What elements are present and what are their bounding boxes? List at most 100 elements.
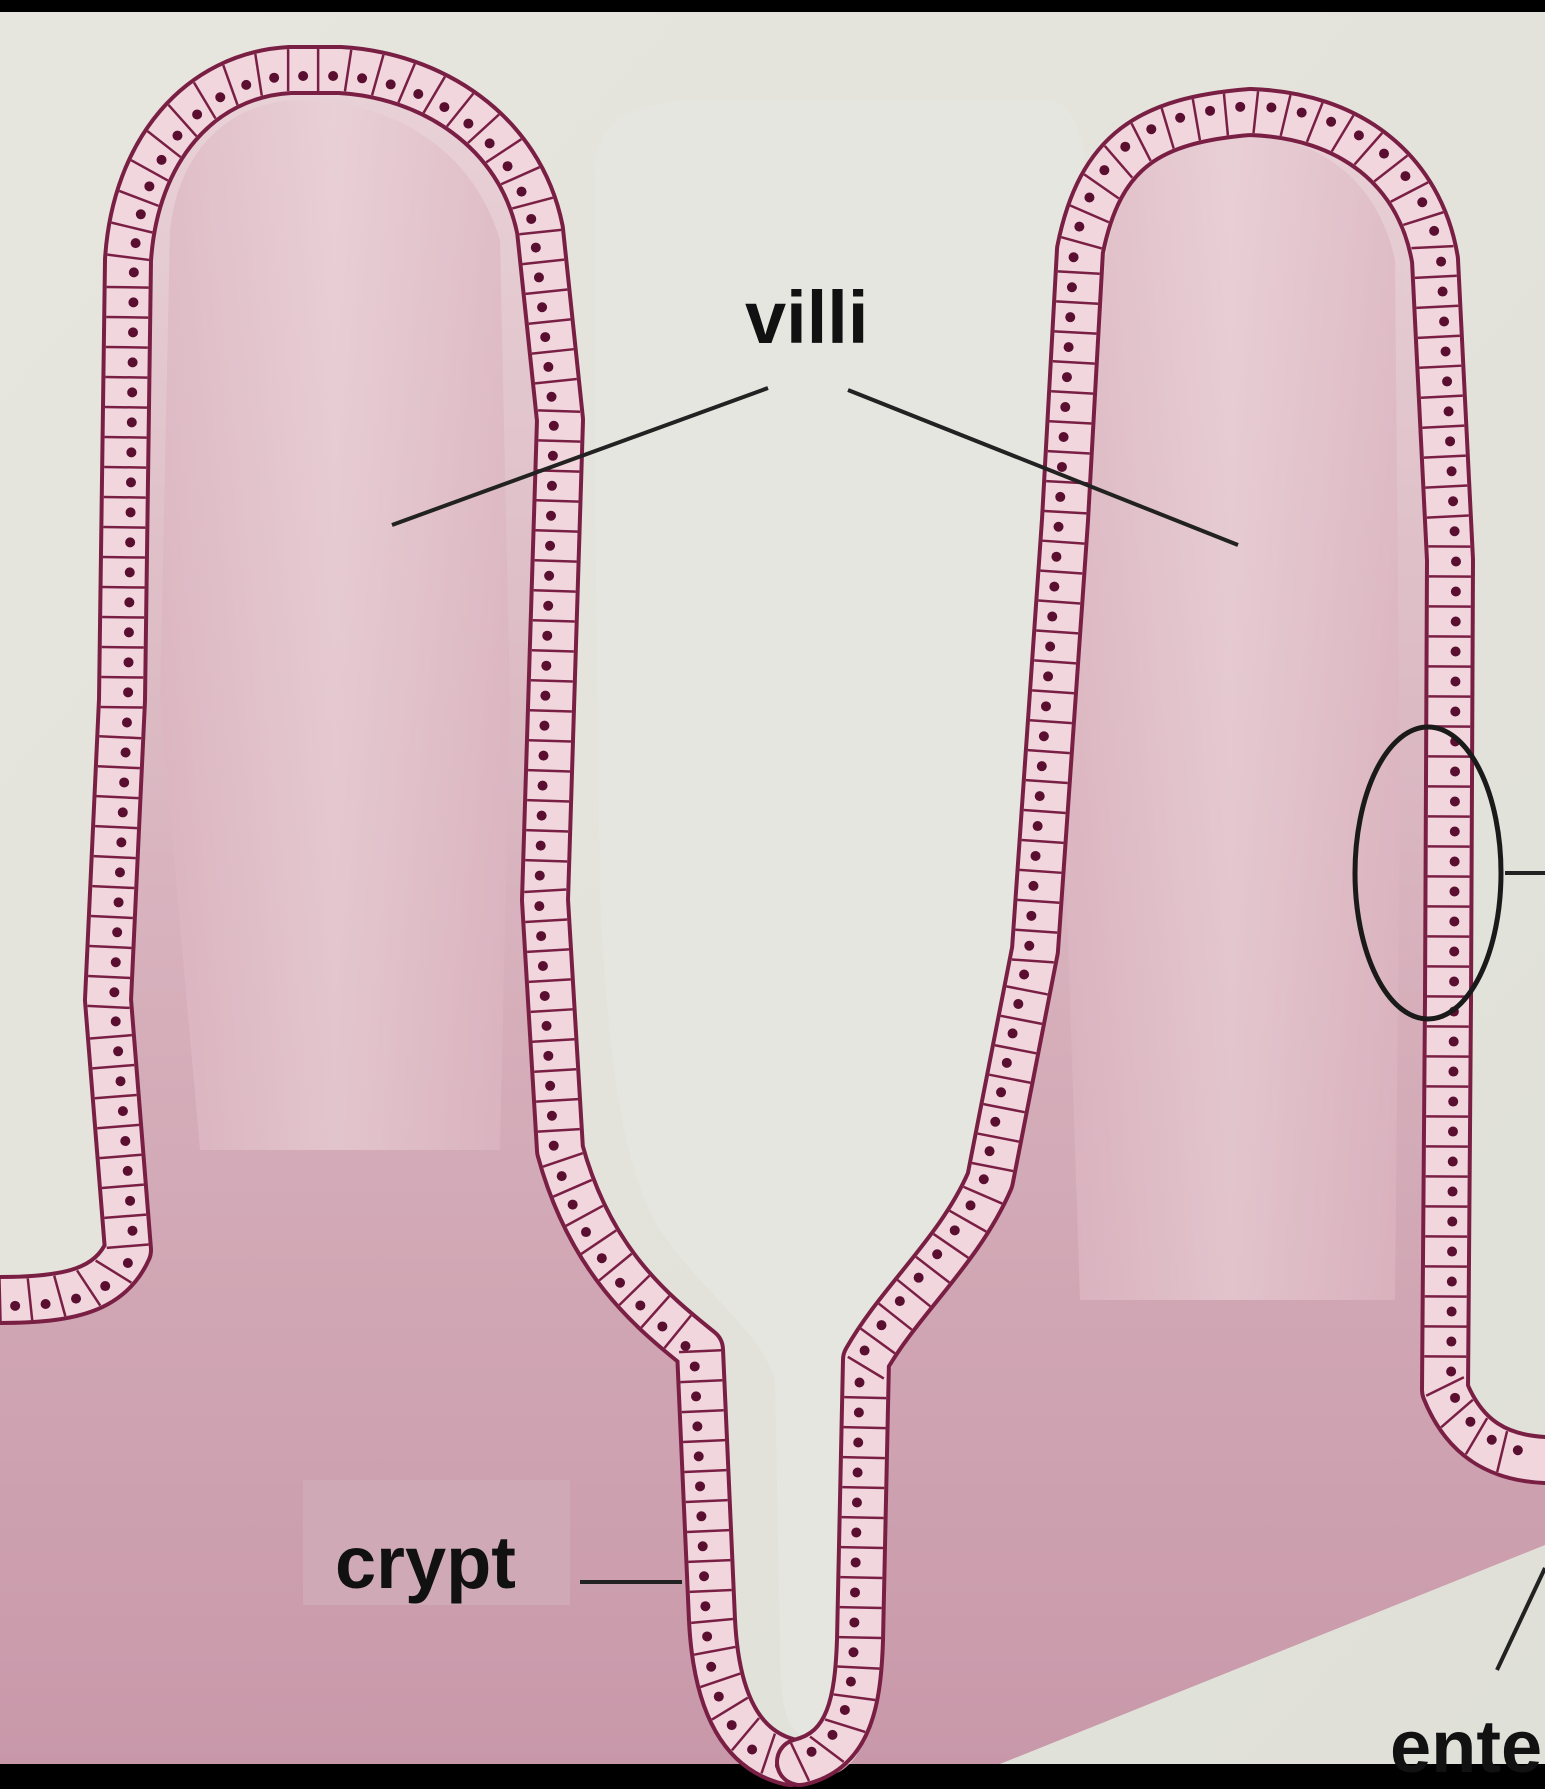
epithelial-cell-nucleus (128, 297, 138, 307)
epithelial-cell-nucleus (215, 92, 225, 102)
epithelial-cell-nucleus (1447, 1217, 1457, 1227)
epithelial-cell-nucleus (1024, 941, 1034, 951)
epithelial-cell-wall (525, 860, 567, 861)
epithelial-cell-wall (106, 347, 148, 348)
villus-core-right (1060, 135, 1400, 1300)
epithelial-cell-nucleus (125, 537, 135, 547)
epithelial-cell-wall (535, 560, 577, 561)
epithelial-cell-nucleus (706, 1662, 716, 1672)
epithelial-cell-nucleus (549, 1141, 559, 1151)
epithelial-cell-nucleus (538, 961, 548, 971)
epithelial-cell-nucleus (413, 89, 423, 99)
epithelial-cell-wall (103, 587, 145, 588)
epithelial-cell-nucleus (1450, 827, 1460, 837)
epithelial-cell-nucleus (1447, 1277, 1457, 1287)
epithelial-cell-nucleus (439, 102, 449, 112)
epithelial-cell-nucleus (125, 1196, 135, 1206)
epithelial-cell-nucleus (1442, 376, 1452, 386)
epithelial-cell-nucleus (1465, 1417, 1475, 1427)
epithelial-cell-nucleus (700, 1601, 710, 1611)
epithelial-cell-nucleus (1447, 1307, 1457, 1317)
epithelial-cell-nucleus (136, 209, 146, 219)
epithelial-cell-nucleus (853, 1467, 863, 1477)
epithelial-cell-nucleus (557, 1171, 567, 1181)
epithelial-cell-wall (529, 740, 571, 741)
epithelial-cell-nucleus (526, 214, 536, 224)
epithelial-cell-wall (842, 1517, 884, 1518)
epithelial-cell-nucleus (1037, 761, 1047, 771)
epithelial-cell-nucleus (10, 1301, 20, 1311)
epithelial-cell-nucleus (714, 1692, 724, 1702)
epithelial-cell-wall (106, 317, 148, 318)
epithelial-cell-wall (102, 617, 144, 618)
epithelial-cell-nucleus (680, 1341, 690, 1351)
epithelial-cell-nucleus (547, 1111, 557, 1121)
epithelial-cell-nucleus (1450, 677, 1460, 687)
epithelial-cell-nucleus (1039, 731, 1049, 741)
epithelial-cell-nucleus (1067, 282, 1077, 292)
epithelial-cell-nucleus (1002, 1058, 1012, 1068)
epithelial-cell-wall (527, 800, 569, 801)
epithelial-cell-wall (105, 437, 147, 438)
epithelial-cell-nucleus (269, 73, 279, 83)
epithelial-cell-wall (840, 1607, 882, 1608)
epithelial-cell-nucleus (979, 1174, 989, 1184)
epithelial-cell-nucleus (124, 657, 134, 667)
epithelial-cell-nucleus (1448, 1067, 1458, 1077)
epithelial-cell-nucleus (1043, 671, 1053, 681)
epithelial-cell-wall (528, 770, 570, 771)
epithelial-cell-nucleus (123, 1258, 133, 1268)
epithelial-cell-nucleus (597, 1253, 607, 1263)
epithelial-cell-nucleus (543, 601, 553, 611)
epithelial-cell-nucleus (543, 362, 553, 372)
epithelial-cell-nucleus (568, 1200, 578, 1210)
epithelial-cell-nucleus (853, 1437, 863, 1447)
epithelial-cell-nucleus (538, 781, 548, 791)
epithelial-cell-nucleus (41, 1299, 51, 1309)
epithelial-cell-nucleus (298, 71, 308, 81)
epithelial-cell-wall (532, 650, 574, 651)
epithelial-cell-nucleus (1513, 1445, 1523, 1455)
epithelial-cell-nucleus (1057, 462, 1067, 472)
epithelial-cell-nucleus (112, 927, 122, 937)
epithelial-cell-nucleus (1448, 1157, 1458, 1167)
epithelial-cell-nucleus (1069, 252, 1079, 262)
epithelial-cell-nucleus (544, 571, 554, 581)
epithelial-cell-nucleus (540, 991, 550, 1001)
villus-core-left (160, 100, 510, 1150)
epithelial-cell-nucleus (503, 161, 513, 171)
epithelial-cell-nucleus (635, 1300, 645, 1310)
epithelial-cell-nucleus (539, 721, 549, 731)
epithelial-cell-nucleus (534, 901, 544, 911)
epithelial-cell-nucleus (1446, 1367, 1456, 1377)
epithelial-cell-nucleus (698, 1541, 708, 1551)
epithelial-cell-nucleus (694, 1451, 704, 1461)
epithelial-cell-nucleus (895, 1296, 905, 1306)
epithelial-cell-nucleus (1438, 287, 1448, 297)
epithelial-cell-nucleus (1400, 171, 1410, 181)
epithelial-cell-nucleus (535, 871, 545, 881)
epithelial-cell-nucleus (122, 718, 132, 728)
epithelial-cell-nucleus (1449, 887, 1459, 897)
epithelial-cell-nucleus (118, 1106, 128, 1116)
epithelial-cell-nucleus (1084, 193, 1094, 203)
epithelial-cell-nucleus (1450, 526, 1460, 536)
epithelial-cell-nucleus (860, 1346, 870, 1356)
epithelial-cell-nucleus (357, 73, 367, 83)
epithelial-cell-wall (531, 680, 573, 681)
epithelial-cell-nucleus (1074, 222, 1084, 232)
epithelial-cell-nucleus (1450, 767, 1460, 777)
epithelial-cell-nucleus (540, 332, 550, 342)
epithelial-cell-nucleus (1049, 582, 1059, 592)
epithelial-cell-nucleus (1013, 999, 1023, 1009)
epithelial-cell-nucleus (1354, 130, 1364, 140)
epithelial-cell-nucleus (124, 627, 134, 637)
epithelial-cell-nucleus (850, 1587, 860, 1597)
epithelial-cell-nucleus (1060, 402, 1070, 412)
epithelial-cell-nucleus (541, 661, 551, 671)
epithelial-cell-nucleus (1445, 436, 1455, 446)
epithelial-cell-wall (104, 467, 146, 468)
epithelial-cell-nucleus (1448, 1097, 1458, 1107)
epithelial-cell-nucleus (1417, 197, 1427, 207)
epithelial-cell-nucleus (120, 1136, 130, 1146)
